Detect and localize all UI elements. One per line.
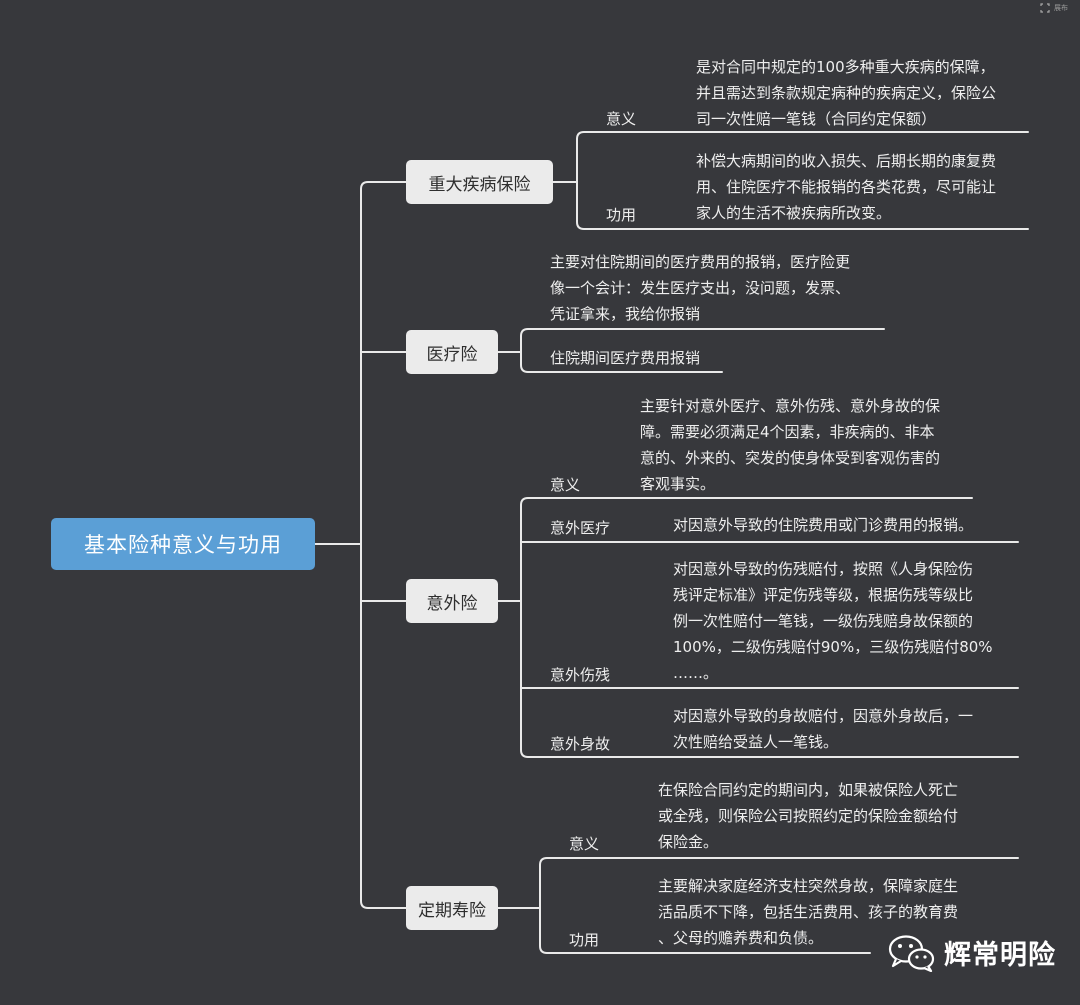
critical-meaning-text: 是对合同中规定的100多种重大疾病的保障， 并且需达到条款规定病种的疾病定义，保… — [696, 58, 997, 128]
watermark-text: 辉常明险 — [944, 940, 1056, 971]
medical-desc-text[interactable]: 主要对住院期间的医疗费用的报销，医疗险更 像一个会计：发生医疗支出，没问题，发票… — [550, 253, 851, 323]
accident-disability-text: 对因意外导致的伤残赔付，按照《人身保险伤 残评定标准》评定伤残等级，根据伤残等级… — [673, 560, 993, 682]
term-meaning-label[interactable]: 意义 — [569, 835, 600, 853]
critical-function-text: 补偿大病期间的收入损失、后期长期的康复费 用、住院医疗不能报销的各类花费，尽可能… — [696, 152, 997, 222]
accident-medical-text: 对因意外导致的住院费用或门诊费用的报销。 — [673, 516, 974, 534]
node-critical-illness[interactable]: 重大疾病保险 — [406, 160, 553, 204]
wechat-icon — [888, 934, 935, 972]
accident-death-label[interactable]: 意外身故 — [550, 735, 611, 753]
term-function-text: 主要解决家庭经济支柱突然身故，保障家庭生 活品质不下降，包括生活费用、孩子的教育… — [658, 877, 959, 947]
node-accident[interactable]: 意外险 — [406, 579, 498, 623]
top-toolbar[interactable]: 展布 — [1040, 3, 1068, 13]
critical-function-label[interactable]: 功用 — [606, 206, 637, 224]
root-node[interactable]: 基本险种意义与功用 — [51, 518, 315, 570]
toolbar-label[interactable]: 展布 — [1054, 4, 1068, 12]
accident-disability-label[interactable]: 意外伤残 — [550, 666, 611, 684]
term-function-label[interactable]: 功用 — [569, 931, 600, 949]
watermark: 辉常明险 — [888, 933, 1056, 972]
node-term-life[interactable]: 定期寿险 — [406, 886, 498, 930]
accident-death-text: 对因意外导致的身故赔付，因意外身故后，一 次性赔给受益人一笔钱。 — [673, 707, 974, 751]
node-medical[interactable]: 医疗险 — [406, 330, 498, 374]
accident-medical-label[interactable]: 意外医疗 — [550, 519, 611, 537]
term-meaning-text: 在保险合同约定的期间内，如果被保险人死亡 或全残，则保险公司按照约定的保险金额给… — [658, 781, 959, 851]
accident-meaning-text: 主要针对意外医疗、意外伤残、意外身故的保 障。需要必须满足4个因素，非疾病的、非… — [640, 397, 941, 493]
accident-meaning-label[interactable]: 意义 — [550, 476, 581, 494]
fullscreen-icon[interactable] — [1040, 3, 1050, 13]
medical-item-text[interactable]: 住院期间医疗费用报销 — [550, 349, 701, 367]
critical-meaning-label[interactable]: 意义 — [606, 110, 637, 128]
